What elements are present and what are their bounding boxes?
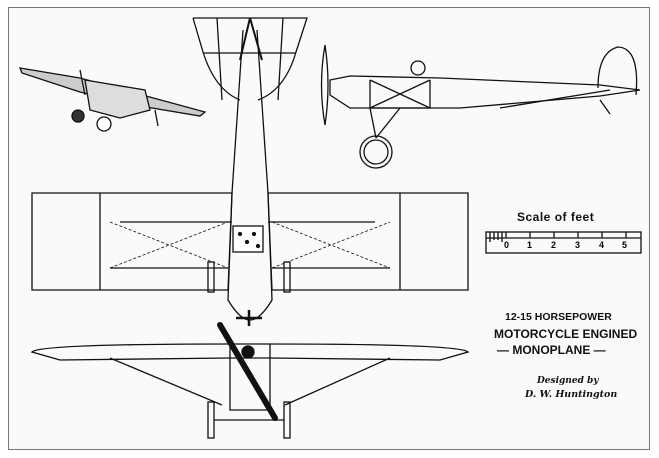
scale-title: Scale of feet: [517, 210, 595, 224]
scale-tick: 0: [504, 240, 510, 250]
credit-line-1: Designed by: [537, 376, 599, 386]
front-view: [30, 322, 470, 439]
scale-tick: 2: [551, 240, 557, 250]
title-line-3: — MONOPLANE —: [497, 343, 606, 357]
scale-tick: 5: [622, 240, 628, 250]
drawing-frame: [8, 7, 650, 450]
scale-tick: 1: [527, 240, 533, 250]
credit-line-2: D. W. Huntington: [525, 389, 618, 400]
scale-bar: [485, 231, 642, 254]
side-view: [320, 44, 641, 169]
plan-view: [31, 17, 469, 326]
scale-tick: 4: [599, 240, 605, 250]
title-line-2: MOTORCYCLE ENGINED: [494, 327, 638, 341]
perspective-sketch: [18, 67, 207, 132]
title-line-1: 12-15 HORSEPOWER: [505, 311, 612, 323]
scale-tick: 3: [575, 240, 581, 250]
